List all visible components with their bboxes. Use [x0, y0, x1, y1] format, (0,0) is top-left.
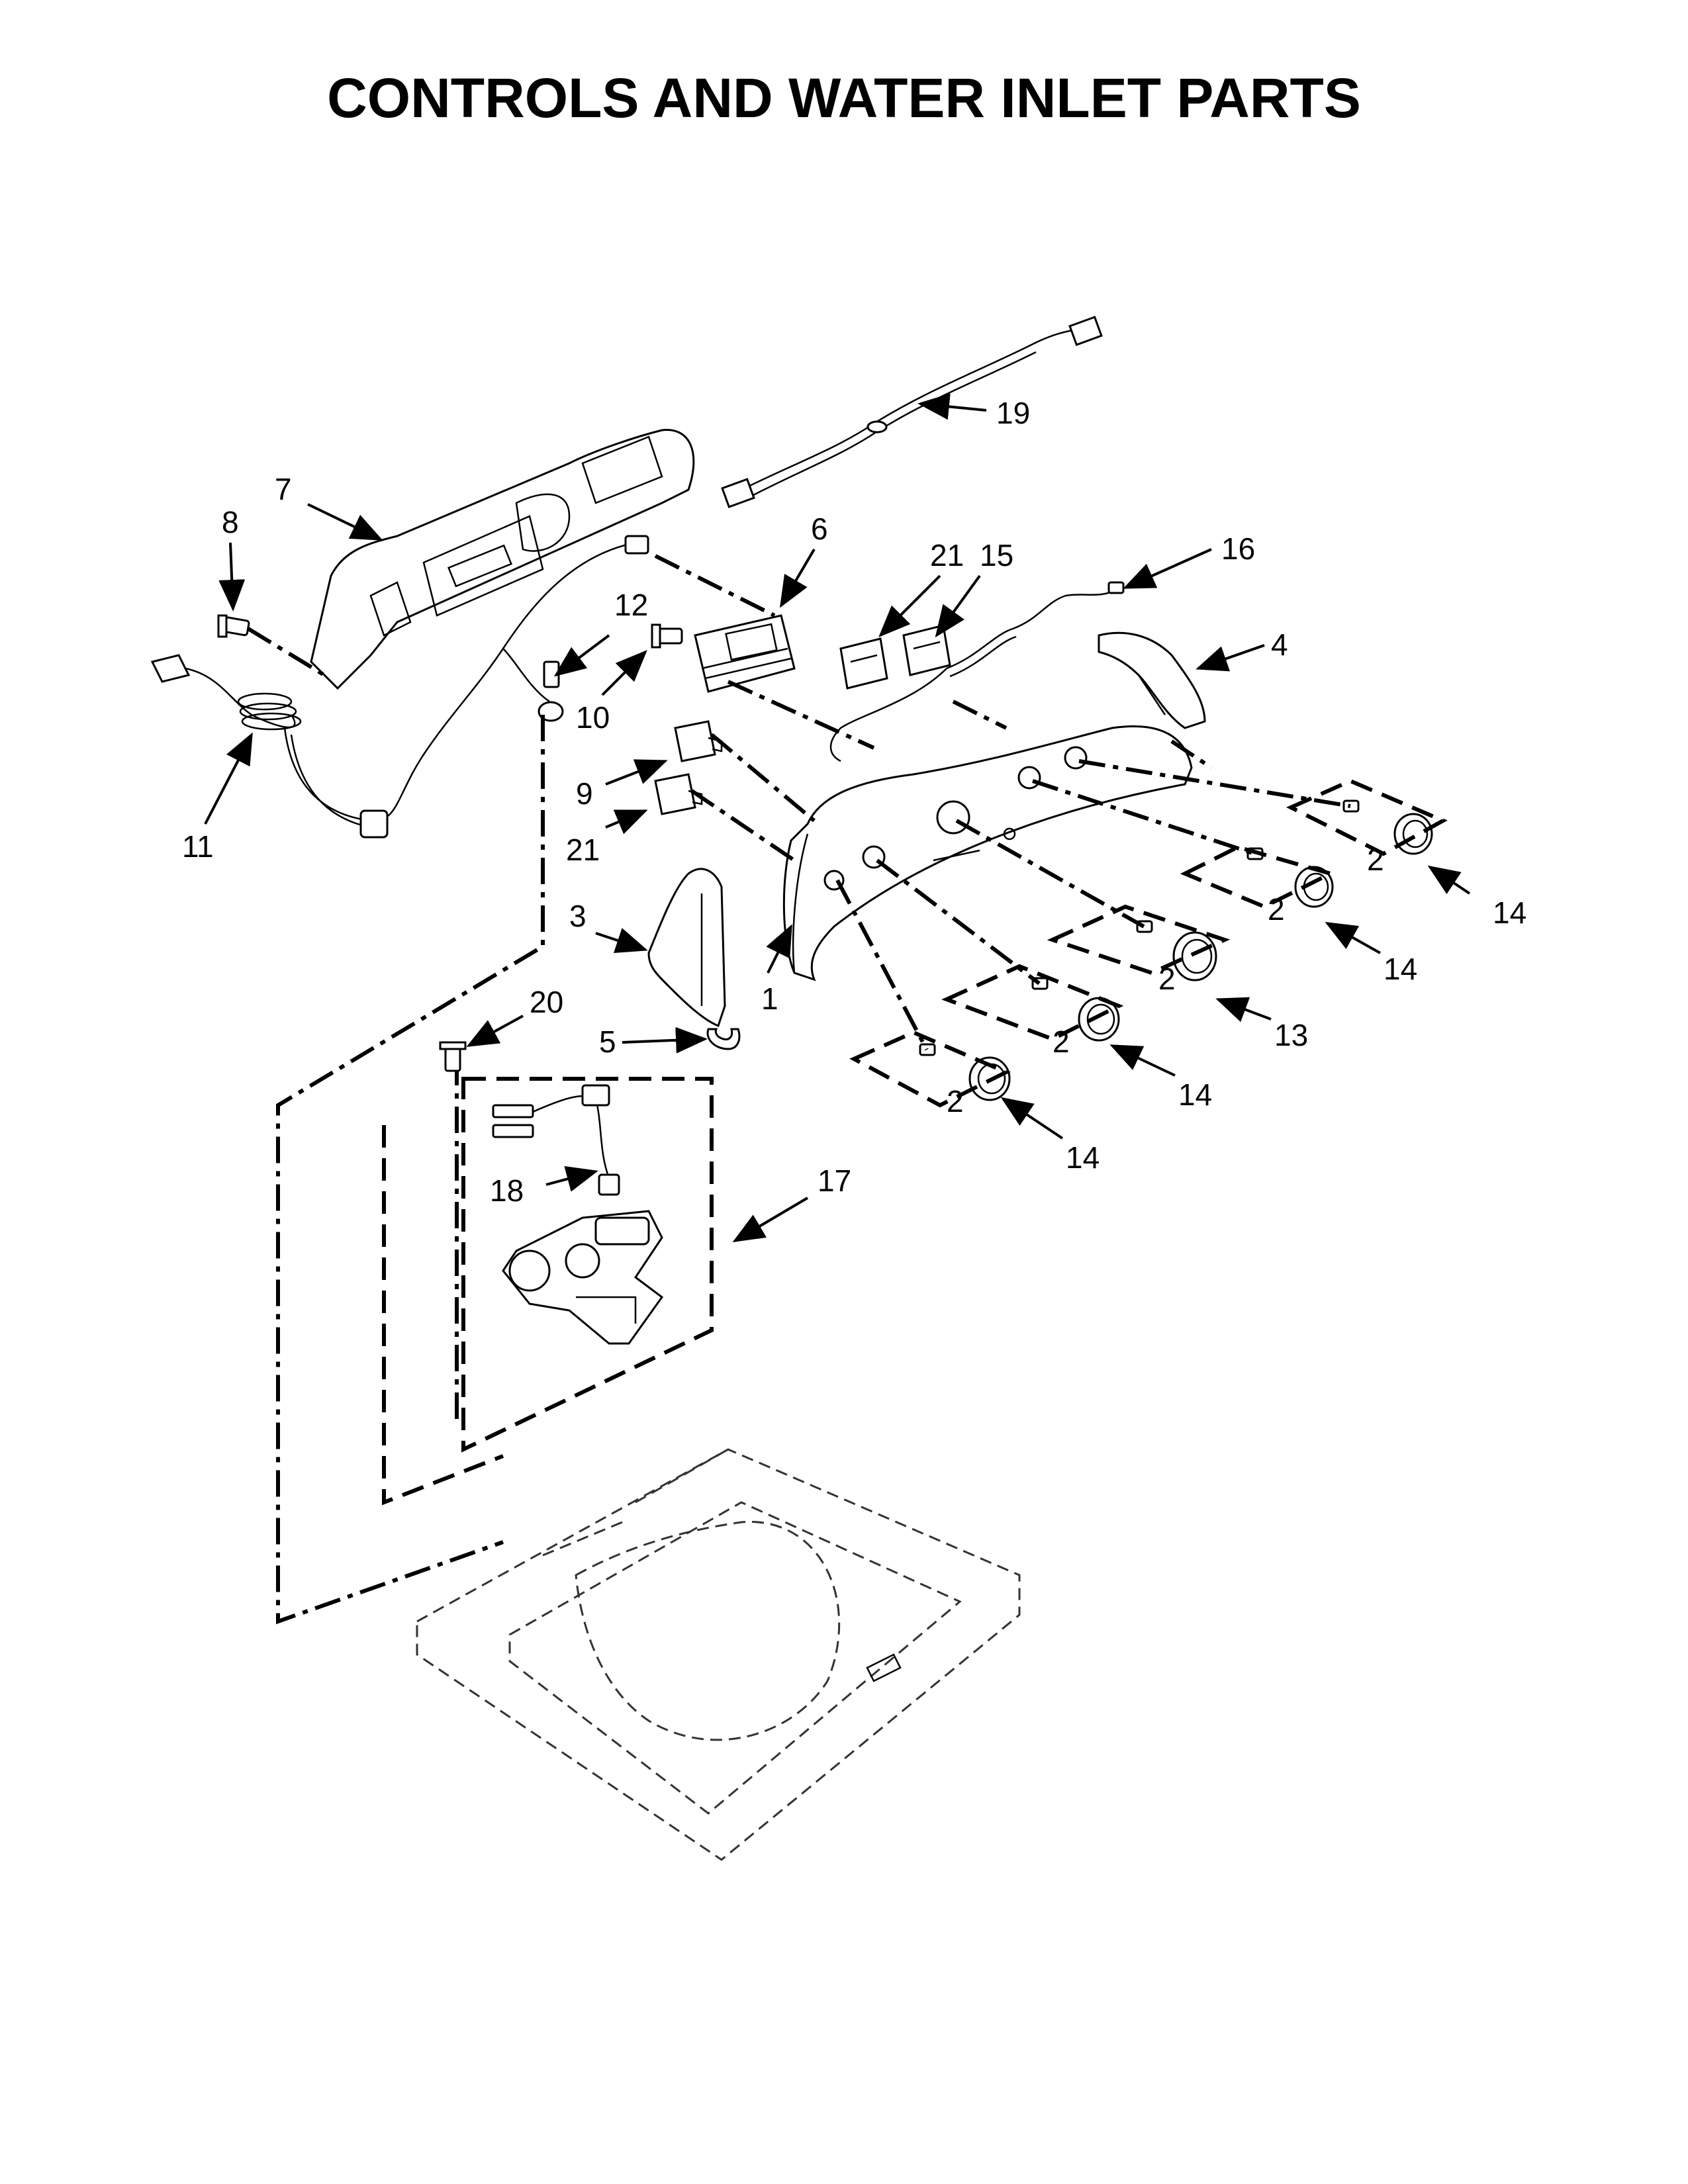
callout-labels: 1 2 2 2 2 2 3 4 5 6 7 8 9 10 11 12 13 14… — [182, 396, 1526, 1208]
switch-15 — [902, 624, 951, 676]
callout-1: 1 — [761, 981, 778, 1016]
wire-harness-18 — [492, 1084, 620, 1196]
wire-harness-19 — [721, 316, 1103, 508]
callout-2-b: 2 — [1053, 1024, 1070, 1059]
callout-18: 18 — [490, 1173, 524, 1208]
callout-21-b: 21 — [566, 833, 600, 867]
screw-8 — [217, 614, 250, 638]
callout-10: 10 — [576, 700, 610, 735]
knob-groups-dashed — [849, 778, 1448, 1108]
page-title: CONTROLS AND WATER INLET PARTS — [327, 67, 1361, 129]
callout-2-e: 2 — [1367, 842, 1384, 877]
control-board-6 — [694, 614, 796, 693]
callout-7: 7 — [275, 472, 292, 506]
callout-4: 4 — [1271, 627, 1288, 662]
callout-14-b: 14 — [1178, 1077, 1212, 1112]
water-valve-17 — [502, 1210, 664, 1345]
power-cord-11 — [150, 535, 649, 839]
callout-6: 6 — [811, 512, 828, 546]
end-cap-left-3 — [647, 868, 726, 1027]
screw-10 — [651, 623, 683, 649]
callout-9: 9 — [576, 776, 593, 811]
callout-17: 17 — [818, 1163, 851, 1198]
console-panel-1 — [782, 725, 1193, 981]
callout-8: 8 — [222, 505, 239, 539]
switch-21-upper — [839, 637, 888, 690]
callout-2-d: 2 — [1268, 892, 1285, 927]
callout-21-a: 21 — [930, 538, 964, 572]
screw-20 — [439, 1041, 467, 1072]
ground-screw-12 — [538, 660, 564, 722]
wire-harness-16 — [829, 581, 1125, 762]
switch-9 — [674, 720, 723, 762]
callout-16: 16 — [1221, 531, 1255, 566]
callout-5: 5 — [599, 1024, 616, 1059]
assembly-lines — [247, 554, 1351, 1051]
callout-14-a: 14 — [1066, 1140, 1100, 1175]
switch-21-lower — [654, 773, 703, 815]
end-cap-right-4 — [1098, 631, 1206, 729]
callout-11: 11 — [182, 829, 214, 864]
clip-5 — [706, 1028, 741, 1050]
water-inlet-group-17 — [276, 715, 714, 1625]
callout-14-d: 14 — [1493, 895, 1526, 930]
callout-2-a: 2 — [947, 1084, 964, 1118]
callout-2-c: 2 — [1158, 962, 1176, 996]
callout-12: 12 — [614, 588, 648, 622]
callout-19: 19 — [996, 396, 1030, 430]
callout-20: 20 — [530, 985, 563, 1019]
callout-13: 13 — [1274, 1018, 1308, 1052]
callout-15: 15 — [980, 538, 1013, 572]
leader-arrows — [204, 393, 1471, 1243]
console-back-panel-7 — [310, 429, 695, 690]
knob-14-d — [1393, 813, 1433, 855]
knob-13 — [1172, 931, 1217, 981]
washer-top-base — [416, 1448, 1021, 1861]
callout-14-c: 14 — [1383, 952, 1417, 986]
callout-3: 3 — [569, 899, 586, 933]
